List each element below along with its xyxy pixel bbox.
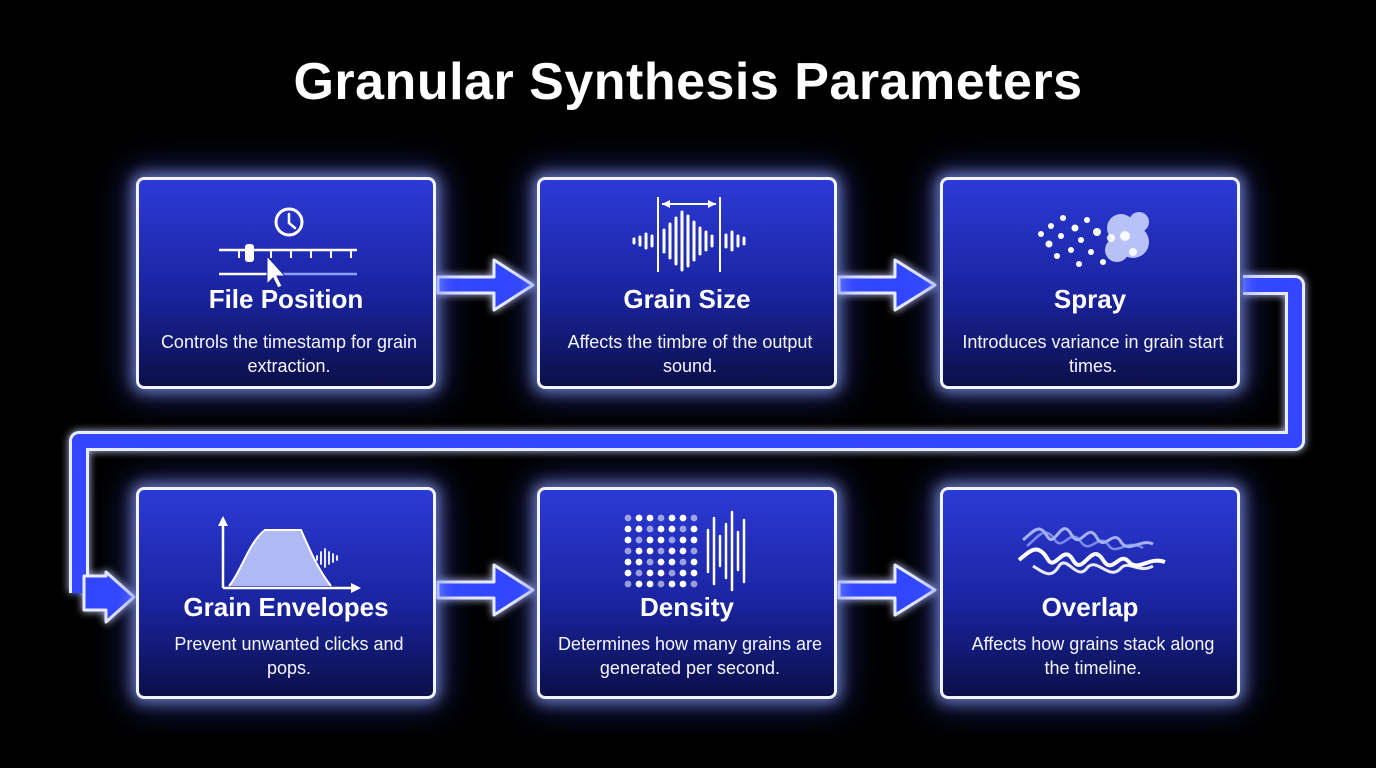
density-dot bbox=[690, 525, 698, 533]
density-dot bbox=[624, 536, 632, 544]
arrow-4-5 bbox=[436, 563, 535, 617]
step-description: Introduces variance in grain start times… bbox=[962, 332, 1224, 376]
density-dot bbox=[657, 569, 665, 577]
overlapping-waves-icon bbox=[1017, 527, 1166, 576]
density-dot bbox=[668, 569, 676, 577]
density-dot bbox=[624, 558, 632, 566]
step-title: File Position bbox=[208, 284, 364, 314]
density-dot bbox=[624, 547, 632, 555]
density-dot bbox=[624, 514, 632, 522]
density-dot bbox=[657, 514, 665, 522]
density-dot bbox=[690, 514, 698, 522]
density-dot bbox=[679, 514, 687, 522]
density-dot bbox=[679, 569, 687, 577]
density-dot bbox=[635, 514, 643, 522]
step-title: Grain Size bbox=[623, 284, 751, 314]
density-dot bbox=[646, 558, 654, 566]
density-dot bbox=[646, 580, 654, 588]
step-description: Determines how many grains are generated… bbox=[557, 634, 823, 678]
density-dot bbox=[646, 525, 654, 533]
density-dot bbox=[690, 569, 698, 577]
arrow-3-4-head bbox=[82, 570, 136, 624]
density-dot bbox=[646, 514, 654, 522]
step-description: Controls the timestamp for grain extract… bbox=[160, 332, 418, 376]
envelope-curve-icon bbox=[218, 516, 361, 593]
density-dot bbox=[657, 536, 665, 544]
step-card-file-position: File Position Controls the timestamp for… bbox=[136, 177, 436, 389]
density-dot bbox=[679, 580, 687, 588]
step-description: Affects the timbre of the output sound. bbox=[567, 332, 813, 376]
waveform-width-icon bbox=[632, 197, 746, 272]
scatter-dots-icon bbox=[1038, 212, 1149, 267]
arrow-2-3 bbox=[837, 258, 937, 312]
step-card-density: Density Determines how many grains are g… bbox=[537, 487, 837, 699]
density-dot bbox=[657, 525, 665, 533]
step-description: Prevent unwanted clicks and pops. bbox=[174, 634, 404, 678]
step-title: Spray bbox=[1053, 284, 1127, 314]
density-dot bbox=[668, 547, 676, 555]
timeline-cursor-icon bbox=[219, 207, 357, 289]
step-card-spray: Spray Introduces variance in grain start… bbox=[940, 177, 1240, 389]
density-dot bbox=[668, 514, 676, 522]
density-dot bbox=[624, 580, 632, 588]
density-dot bbox=[646, 547, 654, 555]
density-dot bbox=[690, 558, 698, 566]
density-dot bbox=[679, 547, 687, 555]
density-dot bbox=[668, 536, 676, 544]
density-dot bbox=[635, 547, 643, 555]
step-description: Affects how grains stack along the timel… bbox=[971, 634, 1215, 678]
density-dot bbox=[668, 558, 676, 566]
step-card-grain-envelopes: Grain Envelopes Prevent unwanted clicks … bbox=[136, 487, 436, 699]
density-dot bbox=[635, 558, 643, 566]
density-dot bbox=[657, 547, 665, 555]
density-dot bbox=[635, 580, 643, 588]
density-dot bbox=[657, 580, 665, 588]
density-dot bbox=[635, 525, 643, 533]
density-dot bbox=[690, 580, 698, 588]
density-dot bbox=[657, 558, 665, 566]
density-dot bbox=[679, 536, 687, 544]
step-card-overlap: Overlap Affects how grains stack along t… bbox=[940, 487, 1240, 699]
density-dot bbox=[679, 525, 687, 533]
step-card-grain-size: Grain Size Affects the timbre of the out… bbox=[537, 177, 837, 389]
density-dot bbox=[624, 525, 632, 533]
density-dot bbox=[679, 558, 687, 566]
density-dot bbox=[690, 536, 698, 544]
density-dot bbox=[646, 569, 654, 577]
arrow-1-2 bbox=[436, 258, 535, 312]
step-title: Grain Envelopes bbox=[183, 592, 389, 622]
density-dot bbox=[690, 547, 698, 555]
dot-grid-icon bbox=[624, 510, 746, 592]
density-dot bbox=[635, 569, 643, 577]
density-dot bbox=[635, 536, 643, 544]
page-title: Granular Synthesis Parameters bbox=[293, 53, 1083, 111]
step-title: Density bbox=[640, 592, 734, 622]
density-dot bbox=[668, 525, 676, 533]
density-dot bbox=[624, 569, 632, 577]
density-dot bbox=[668, 580, 676, 588]
density-dot bbox=[646, 536, 654, 544]
arrow-5-6 bbox=[837, 563, 937, 617]
step-title: Overlap bbox=[1041, 592, 1139, 622]
